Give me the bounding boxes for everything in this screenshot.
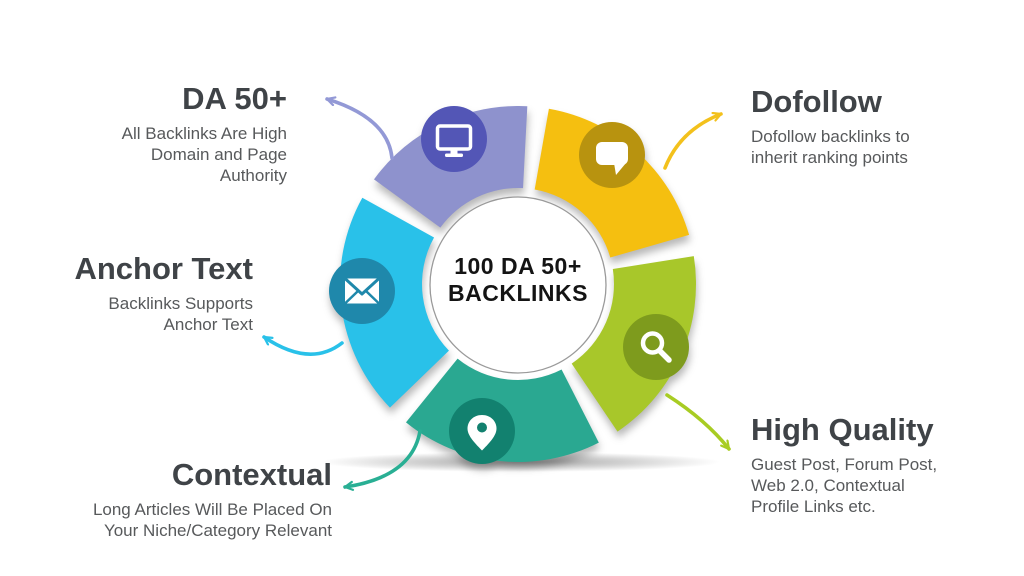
callout-line: Dofollow backlinks to [751, 127, 910, 147]
arrow-da50 [325, 99, 394, 160]
callout-description: Guest Post, Forum Post,Web 2.0, Contextu… [751, 454, 1006, 517]
callout-title: High Quality [751, 412, 934, 447]
callout-line: Guest Post, Forum Post, [751, 455, 938, 475]
callout-line: Domain and Page [150, 145, 287, 165]
search-icon [623, 314, 689, 380]
callout-line: Long Articles Will Be Placed On [92, 500, 332, 520]
arrow-dofollow [663, 114, 723, 170]
callout-title: Dofollow [751, 84, 882, 119]
center-line-1: 100 DA 50+ [454, 253, 582, 279]
callout-title: Contextual [171, 457, 332, 492]
segment-anchor [340, 197, 449, 408]
callout-title: Anchor Text [74, 251, 253, 286]
callout-line: All Backlinks Are High [121, 124, 287, 144]
ground-shadow [320, 452, 720, 472]
callout-title: DA 50+ [182, 81, 287, 116]
arrow-anchor [262, 335, 344, 356]
callout-high-quality: High Quality Guest Post, Forum Post,Web … [751, 412, 1006, 517]
callout-line: Web 2.0, Contextual [751, 476, 905, 496]
callout-line: inherit ranking points [751, 148, 908, 168]
callout-line: Your Niche/Category Relevant [103, 521, 332, 541]
callout-contextual: Contextual Long Articles Will Be Placed … [42, 457, 332, 541]
callout-line: Backlinks Supports [108, 294, 253, 314]
callout-arrows [262, 99, 731, 487]
pin-icon [449, 398, 515, 464]
arrow-contextual [343, 429, 422, 487]
chat-icon [579, 122, 645, 188]
center-label: 100 DA 50+ BACKLINKS [398, 253, 638, 307]
center-line-2: BACKLINKS [448, 280, 588, 306]
callout-line: Authority [219, 166, 287, 186]
ring-segments [329, 106, 696, 464]
envelope-icon [329, 258, 395, 324]
callout-line: Anchor Text [163, 315, 253, 335]
callout-line: Profile Links etc. [751, 497, 876, 517]
center-circle [429, 196, 607, 374]
monitor-icon [421, 106, 487, 172]
arrow-highquality [665, 393, 731, 451]
